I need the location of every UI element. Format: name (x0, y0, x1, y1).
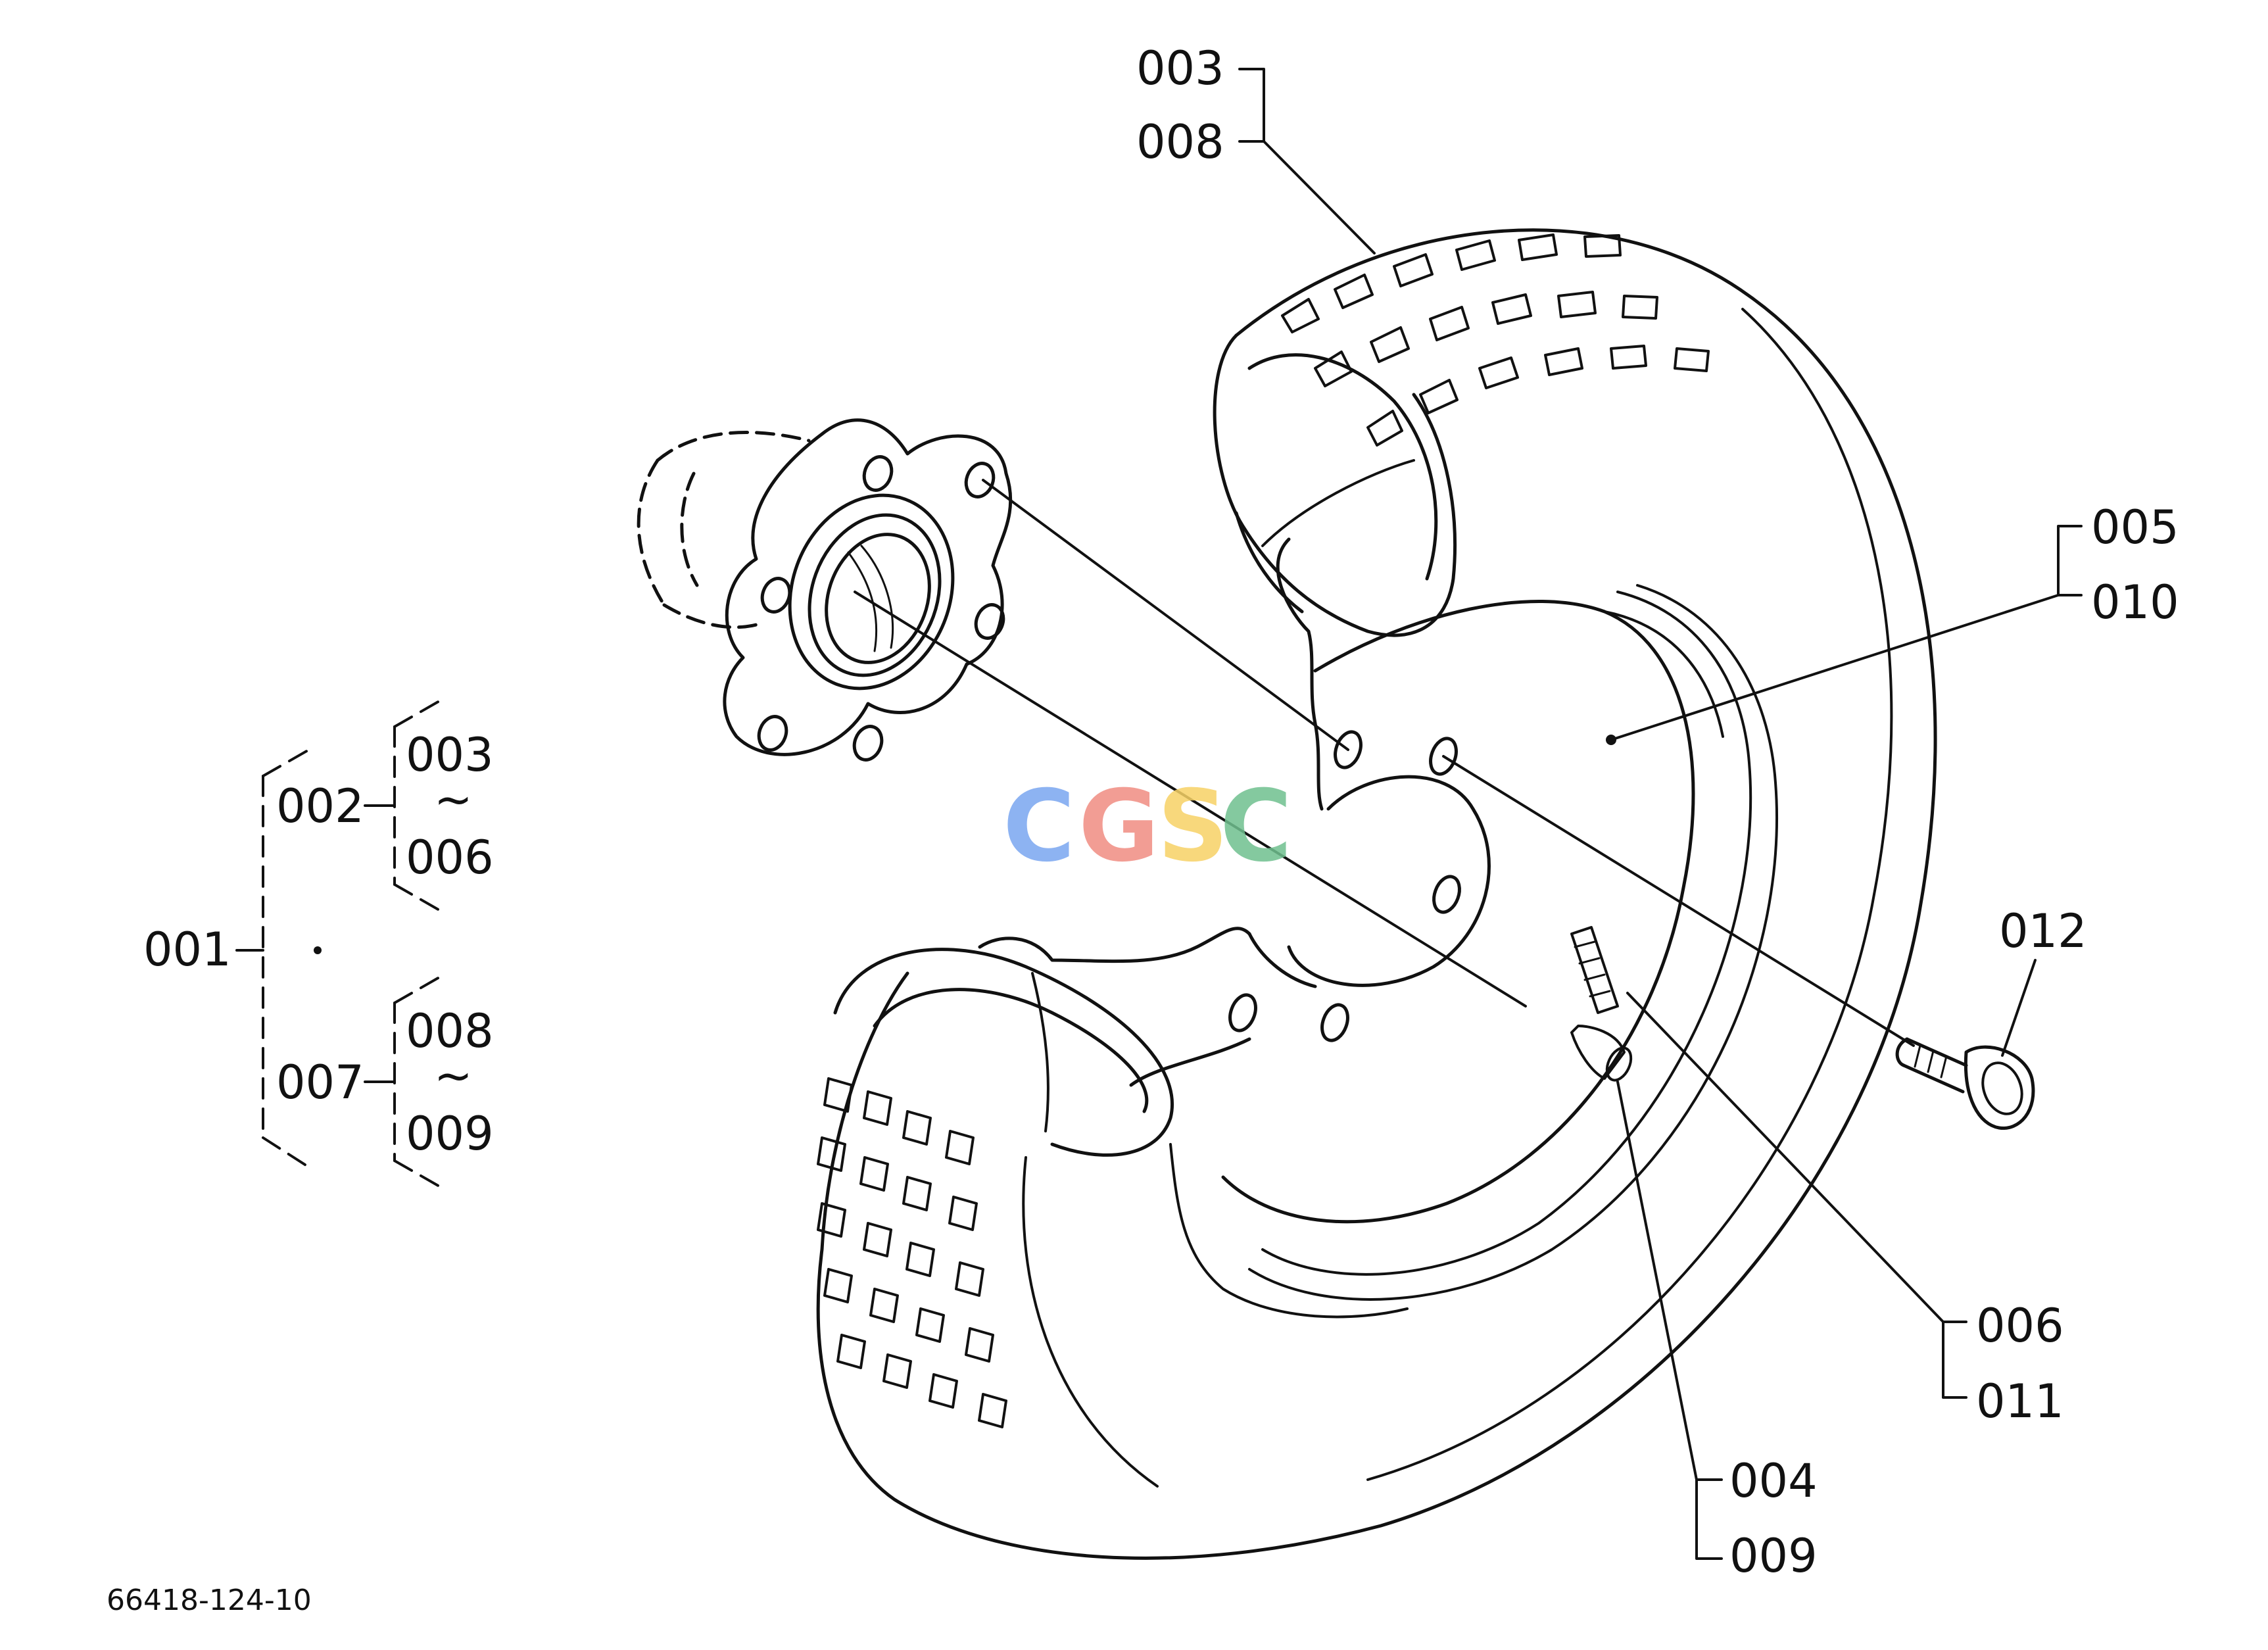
label-002: 002 (276, 779, 364, 833)
wheel-hub (637, 418, 1013, 762)
watermark-letter-1: C (1003, 769, 1075, 884)
watermark-letter-3: S (1157, 769, 1228, 884)
label-002-range-from: 003 (406, 728, 494, 782)
watermark-letter-4: C (1220, 769, 1292, 884)
label-007-range-tilde: ~ (434, 1049, 473, 1103)
drawing-number: 66418-124-10 (107, 1584, 312, 1617)
watermark-letter-2: G (1078, 769, 1159, 884)
label-bolt-012: 012 (1999, 904, 2087, 958)
label-007-range-to: 009 (406, 1107, 494, 1161)
leader-lines (854, 68, 2083, 1560)
label-007-range-from: 008 (406, 1004, 494, 1058)
watermark-logo: C G S C (1003, 769, 1292, 884)
label-tire-003: 003 (1136, 41, 1224, 95)
tire (816, 228, 1937, 1560)
assembly-tree (235, 699, 442, 1188)
wheel-rim (978, 511, 1779, 1319)
label-tire-008: 008 (1136, 115, 1224, 169)
label-007: 007 (276, 1056, 364, 1109)
label-rim-010: 010 (2091, 575, 2179, 629)
label-valve-009: 009 (1729, 1529, 1818, 1583)
label-002-range-to: 006 (406, 831, 494, 885)
label-valve-004: 004 (1729, 1454, 1818, 1508)
label-tube-011: 011 (1976, 1374, 2064, 1428)
label-rim-005: 005 (2091, 500, 2179, 554)
label-002-range-tilde: ~ (434, 773, 473, 827)
label-001: 001 (143, 923, 231, 977)
wheel-bolt (1895, 1037, 2035, 1130)
label-tube-006: 006 (1976, 1299, 2064, 1353)
